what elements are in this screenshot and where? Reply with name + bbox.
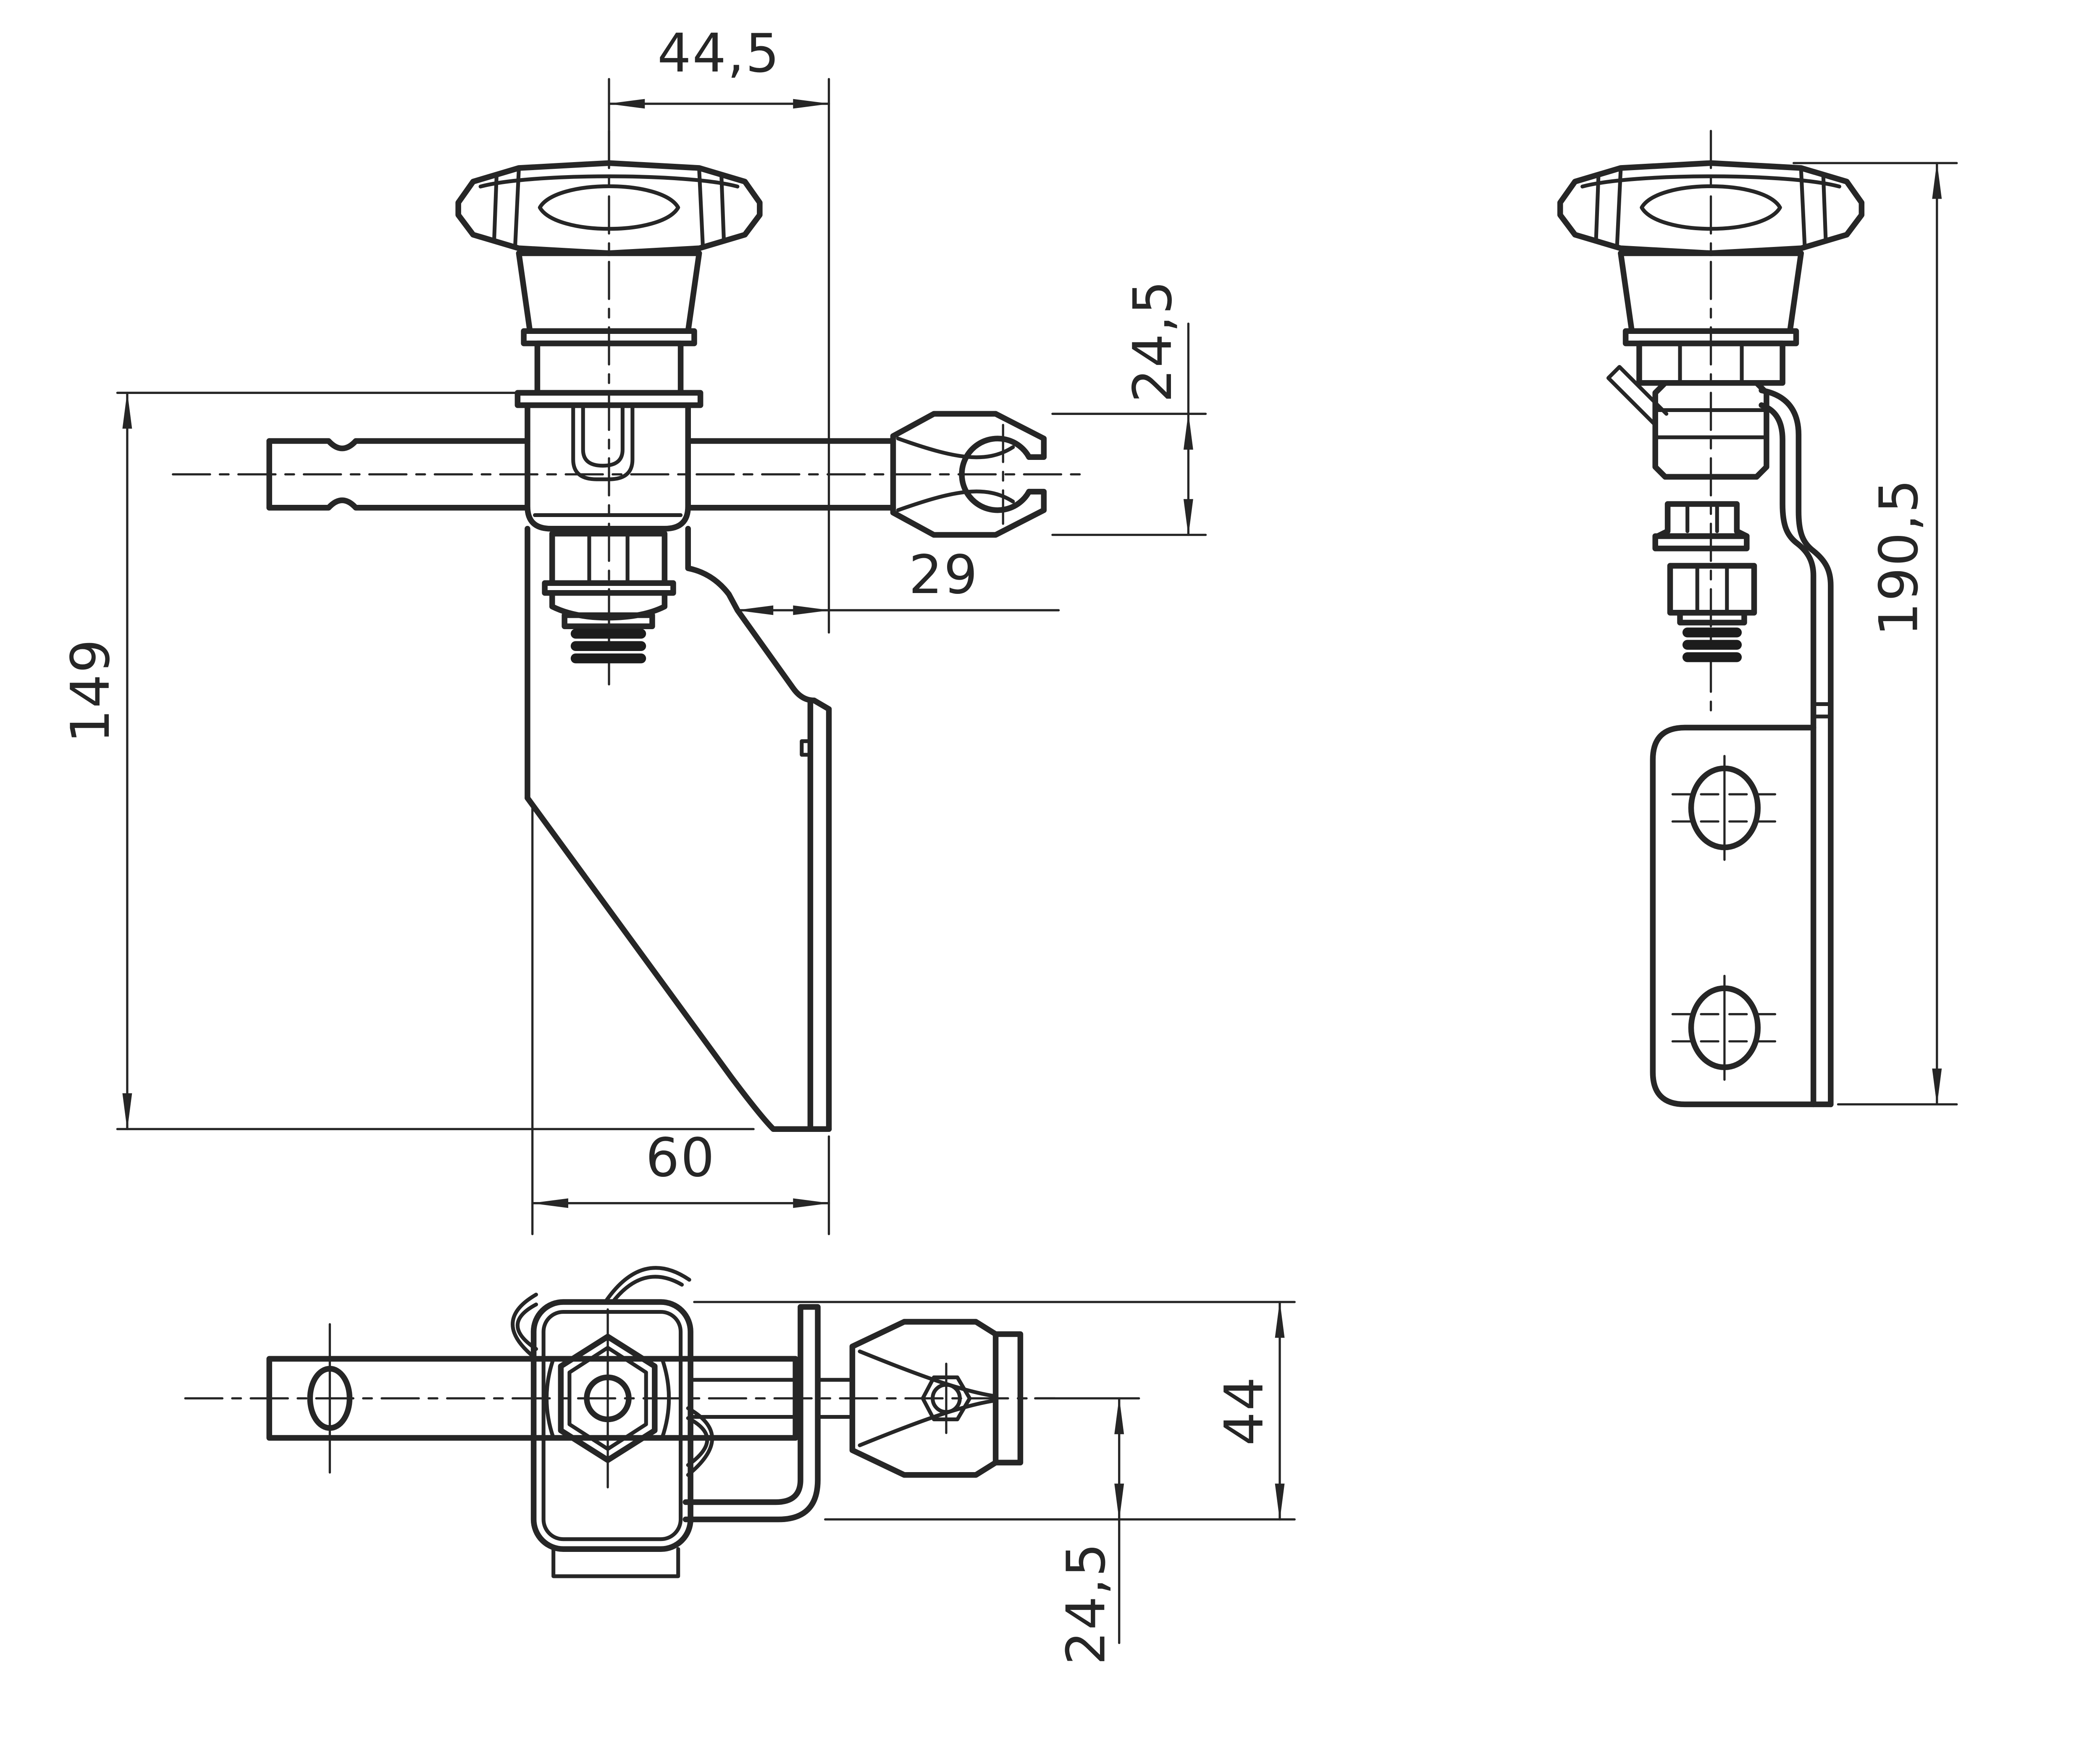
dim-label-front-offset: 29	[909, 544, 979, 606]
dim-label-side-height: 190,5	[1868, 478, 1930, 636]
bottom-knob-wing-top	[603, 1266, 691, 1304]
bottom-view: 44 24,5	[184, 1266, 1296, 1665]
front-plunger-pin	[581, 403, 625, 468]
side-threaded-stud	[1682, 627, 1742, 662]
dim-front-149: 149	[60, 391, 755, 1131]
dim-bottom-24-5: 24,5	[1034, 1397, 1140, 1665]
dim-front-29: 29	[736, 544, 1060, 615]
dim-label-bottom-depth: 44	[1213, 1376, 1275, 1446]
side-mounting-plate	[1650, 724, 1834, 1108]
side-release-lever	[1606, 365, 1669, 427]
dim-label-front-height: 149	[60, 638, 121, 743]
front-mounting-plate	[525, 526, 832, 1132]
front-view: 44,5 24,5 149 29 60	[60, 23, 1207, 1235]
side-disc-stack	[1652, 380, 1769, 480]
dim-label-front-base: 60	[646, 1127, 716, 1189]
bottom-hex-nut	[544, 1308, 671, 1488]
bottom-clamp-body	[511, 1266, 714, 1578]
dim-front-44-5: 44,5	[608, 23, 830, 634]
dim-front-24-5: 24,5	[1051, 279, 1207, 536]
front-bracket-outer-edge	[811, 697, 832, 1132]
front-plunger-pin-sleeve	[571, 403, 635, 481]
front-clamp-block	[525, 402, 691, 532]
dim-label-bottom-offset: 24,5	[1055, 1542, 1117, 1665]
dim-bottom-44: 44	[693, 1301, 1296, 1521]
bottom-fork-head	[849, 1319, 1024, 1478]
bottom-knob-wing-left	[511, 1292, 538, 1361]
side-slot-hole-top	[1671, 755, 1778, 861]
bottom-spindle	[688, 1378, 854, 1419]
bottom-fork-screw	[921, 1362, 972, 1434]
side-bolt-stack	[1652, 501, 1757, 662]
side-slot-hole-bottom	[1671, 974, 1778, 1081]
side-bracket-strap	[1759, 387, 1834, 1108]
front-bolt-stack	[542, 530, 676, 664]
front-threaded-stud	[570, 629, 646, 664]
dim-side-190-5: 190,5	[1792, 162, 1958, 1106]
front-rod	[266, 438, 896, 511]
dim-label-front-width: 44,5	[657, 23, 780, 84]
side-view: 190,5	[1560, 130, 1958, 1108]
bottom-bracket-strip	[682, 1304, 821, 1522]
front-fork-head	[890, 411, 1047, 538]
dim-front-60: 60	[531, 802, 830, 1235]
dim-label-front-fork: 24,5	[1122, 279, 1184, 402]
